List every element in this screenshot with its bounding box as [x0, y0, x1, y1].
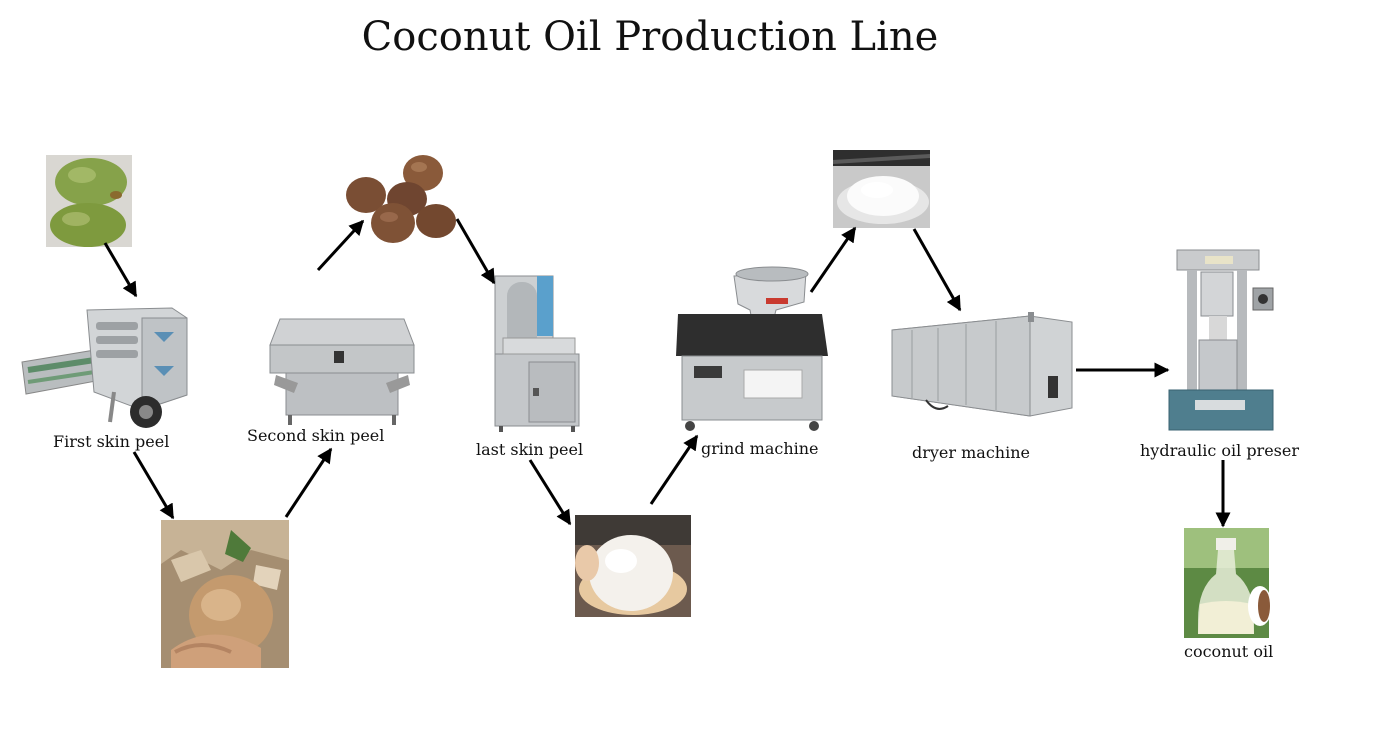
hydraulic-oil-press: [1168, 249, 1274, 431]
brown-coconuts-photo: [346, 155, 456, 243]
coconut-oil-bottle-photo: [1184, 528, 1272, 638]
second-peeling-machine: [269, 318, 415, 425]
arrow-first-peel-to-peeled: [132, 451, 175, 520]
arrow-meat-to-grinder: [649, 434, 699, 505]
label-last-skin-peel: last skin peel: [476, 440, 584, 459]
page-title: Coconut Oil Production Line: [361, 14, 939, 60]
label-second-skin-peel: Second skin peel: [247, 426, 385, 445]
arrow-coconuts-to-first-peel: [103, 242, 138, 298]
label-coconut-oil: coconut oil: [1184, 642, 1274, 661]
dryer-cabinet: [891, 312, 1073, 417]
last-peeling-machine: [494, 275, 580, 432]
arrow-second-peel-to-brown: [316, 219, 365, 272]
arrow-powder-to-dryer: [912, 228, 962, 312]
coconut-powder-bowl-photo: [833, 150, 930, 228]
peeled-coconut-in-hand-photo: [161, 520, 289, 668]
arrow-last-peel-to-meat: [528, 459, 572, 526]
label-hydraulic-oil-press: hydraulic oil preser: [1140, 441, 1299, 460]
label-first-skin-peel: First skin peel: [53, 432, 170, 451]
white-coconut-meat-photo: [575, 515, 691, 617]
first-peeling-machine: [21, 307, 188, 428]
green-coconuts-photo: [46, 155, 132, 247]
label-grind-machine: grind machine: [701, 439, 819, 458]
arrow-peeled-to-second-peel: [284, 447, 333, 518]
label-dryer-machine: dryer machine: [912, 443, 1030, 462]
arrow-brown-to-last-peel: [455, 218, 496, 285]
arrow-grinder-to-powder: [809, 226, 857, 293]
grinder-machine: [676, 266, 828, 431]
